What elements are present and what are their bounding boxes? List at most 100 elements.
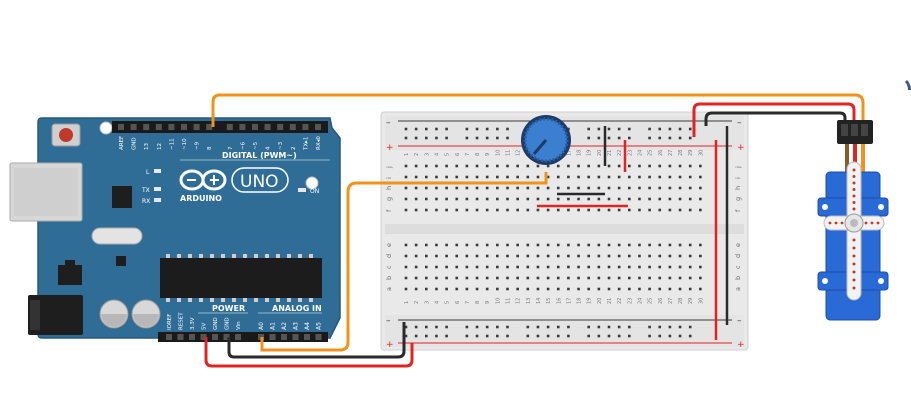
header-pin[interactable] xyxy=(223,334,230,340)
header-pin[interactable] xyxy=(206,124,213,130)
column-number: 8 xyxy=(475,153,481,156)
wire-black-gnd[interactable] xyxy=(227,322,406,359)
power-label: POWER xyxy=(212,304,245,313)
column-number: 21 xyxy=(607,298,613,304)
header-pin[interactable] xyxy=(130,124,137,130)
header-pin[interactable] xyxy=(302,124,309,130)
header-pin[interactable] xyxy=(212,334,218,340)
header-pin[interactable] xyxy=(200,334,207,340)
header-pin[interactable] xyxy=(292,334,299,340)
row-letter: e xyxy=(385,243,393,247)
column-number: 1 xyxy=(404,301,410,304)
center-channel xyxy=(385,224,744,234)
column-number: 2 xyxy=(414,153,420,156)
column-number: 7 xyxy=(465,153,471,156)
wire-orange-signal[interactable] xyxy=(211,93,865,127)
column-number: 14 xyxy=(536,298,542,304)
column-number: 7 xyxy=(465,301,471,304)
digital-pin-label: ~10 xyxy=(182,138,188,150)
wire-red-servo-power[interactable] xyxy=(692,102,856,137)
header-pin[interactable] xyxy=(168,124,175,130)
rail-plus-sign: + xyxy=(386,143,394,153)
header-pin[interactable] xyxy=(235,334,241,340)
header-pin[interactable] xyxy=(226,124,233,130)
header-pin[interactable] xyxy=(166,334,172,340)
header-pin[interactable] xyxy=(304,334,310,340)
row-letter: g xyxy=(734,197,742,201)
wire-black-servo-gnd[interactable] xyxy=(704,111,847,126)
column-number: 5 xyxy=(445,301,451,304)
row-letter: i xyxy=(734,177,742,179)
header-pin[interactable] xyxy=(155,124,162,130)
rx-led xyxy=(154,198,161,202)
digital-header xyxy=(118,124,321,130)
potentiometer[interactable] xyxy=(521,115,571,165)
row-letter: h xyxy=(734,186,742,190)
row-letter: f xyxy=(734,209,742,212)
column-number: 4 xyxy=(434,153,440,156)
wire-orange-analog[interactable] xyxy=(260,172,548,352)
column-number: 24 xyxy=(637,298,643,304)
model-name: UNO xyxy=(240,172,279,192)
rail-plus-sign: + xyxy=(737,143,745,153)
rail-minus-sign: – xyxy=(737,316,742,326)
usb-chip xyxy=(112,186,132,208)
row-letter: g xyxy=(385,197,393,201)
digital-pin-label: ~11 xyxy=(169,138,175,150)
column-number: 29 xyxy=(688,150,694,156)
power-pin-label: GND xyxy=(225,317,231,330)
header-pin[interactable] xyxy=(315,334,322,340)
servo-motor[interactable] xyxy=(817,120,889,321)
digital-pin-label: ~5 xyxy=(253,141,259,150)
analog-pin-label: A5 xyxy=(316,322,323,330)
column-number: 12 xyxy=(516,150,522,156)
header-pin[interactable] xyxy=(277,124,284,130)
column-number: 20 xyxy=(597,150,603,156)
wire-red-5v[interactable] xyxy=(204,337,414,368)
row-letter: e xyxy=(734,243,742,247)
column-number: 18 xyxy=(577,150,583,156)
header-pin[interactable] xyxy=(118,124,124,130)
column-number: 18 xyxy=(577,298,583,304)
row-letter: b xyxy=(734,276,742,280)
column-number: 20 xyxy=(597,298,603,304)
brand-name: ARDUINO xyxy=(180,194,222,203)
digital-pin-label: ~3 xyxy=(278,141,284,150)
row-letter: f xyxy=(385,209,393,212)
row-letter: d xyxy=(385,254,393,258)
power-pin-label: RESET xyxy=(179,312,185,330)
header-pin[interactable] xyxy=(289,124,296,130)
column-number: 19 xyxy=(587,150,593,156)
header-pin[interactable] xyxy=(181,124,187,130)
digital-pin-label: AREF xyxy=(119,136,125,150)
header-pin[interactable] xyxy=(315,124,321,130)
header-pin[interactable] xyxy=(264,124,271,130)
row-letter: a xyxy=(385,287,393,291)
row-letter: c xyxy=(734,265,742,269)
header-pin[interactable] xyxy=(189,334,195,340)
digital-pin-label: 13 xyxy=(144,143,150,150)
rail-minus-sign: – xyxy=(386,118,391,128)
header-pin[interactable] xyxy=(177,334,184,340)
header-pin[interactable] xyxy=(252,124,258,130)
digital-pin-label: 12 xyxy=(157,143,163,150)
analog-pin-label: A4 xyxy=(304,322,311,330)
header-pin[interactable] xyxy=(281,334,287,340)
row-letter: b xyxy=(385,276,393,280)
header-pin[interactable] xyxy=(193,124,200,130)
column-number: 22 xyxy=(617,150,623,156)
column-number: 3 xyxy=(424,301,430,304)
column-number: 11 xyxy=(506,298,512,304)
header-pin[interactable] xyxy=(269,334,276,340)
header-pin[interactable] xyxy=(239,124,246,130)
rx-led-label: RX xyxy=(142,198,150,205)
header-pin[interactable] xyxy=(143,124,150,130)
column-number: 17 xyxy=(566,150,572,156)
power-pin-label: 5V xyxy=(202,323,208,330)
rail-plus-sign: + xyxy=(386,340,394,350)
